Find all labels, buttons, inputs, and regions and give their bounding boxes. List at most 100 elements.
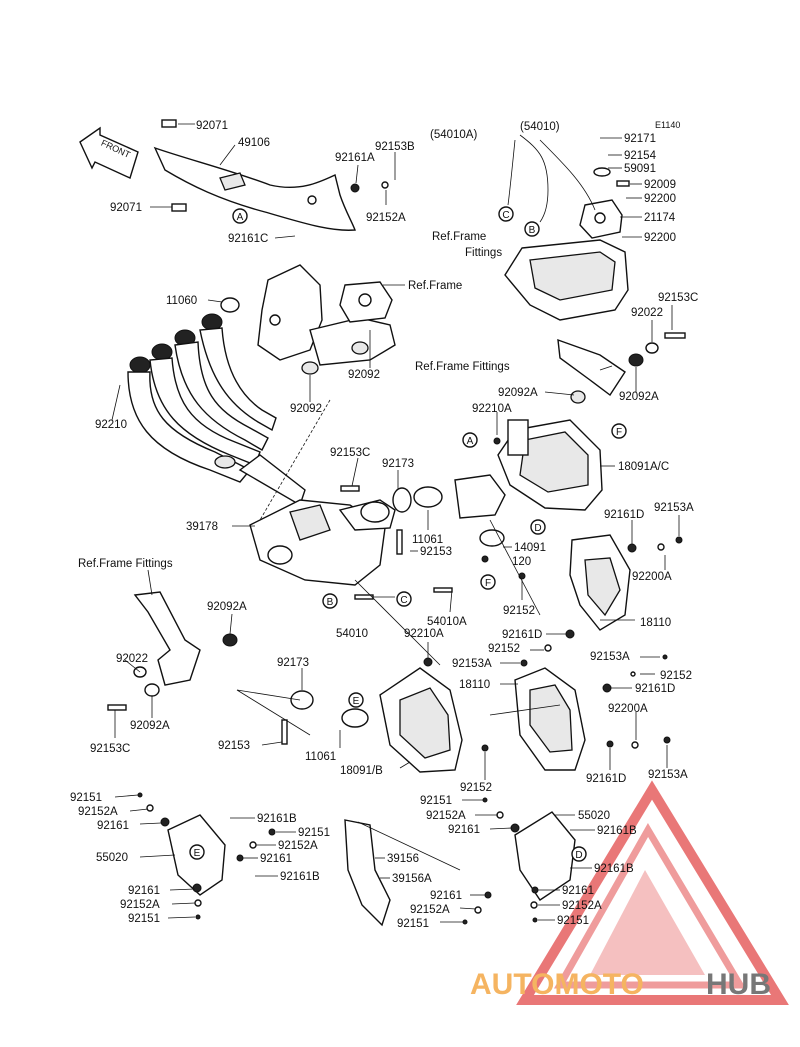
part-label: 18091A/C (618, 461, 669, 473)
part-label: 92161 (448, 824, 480, 836)
frame-fitting-right (557, 338, 659, 404)
marker-C-top: C (498, 206, 514, 222)
part-label: 92161D (635, 683, 675, 695)
part-label: 54010A (427, 616, 467, 628)
svg-text:E: E (353, 696, 360, 707)
part-label: 92200A (608, 703, 648, 715)
part-label: 92152A (120, 899, 160, 911)
part-label: 92151 (420, 795, 452, 807)
marker-D-low: D (571, 846, 587, 862)
part-label: 92200 (644, 232, 676, 244)
part-label: 92071 (110, 202, 142, 214)
part-label: 92092 (290, 403, 322, 415)
muffler-cover-upper (569, 534, 631, 631)
part-label: 92152A (278, 840, 318, 852)
part-label: 92152 (660, 670, 692, 682)
front-arrow: FRONT (79, 126, 139, 179)
part-label: 92161D (502, 629, 542, 641)
svg-text:A: A (237, 212, 244, 223)
muffler-upper-part (497, 419, 603, 511)
part-label: 39156A (392, 873, 432, 885)
part-label: 92092 (348, 369, 380, 381)
svg-text:B: B (327, 597, 334, 608)
part-label: 92200 (644, 193, 676, 205)
part-label: 92092A (619, 391, 659, 403)
svg-text:D: D (575, 850, 582, 861)
part-label: 92153C (90, 743, 130, 755)
ref-label: Ref.Frame (432, 231, 486, 243)
part-label: 92173 (277, 657, 309, 669)
part-label: 92153 (420, 546, 452, 558)
watermark-text-automoto: AUTOMOTO (470, 968, 644, 1001)
watermark-triangle-outer (516, 780, 789, 1005)
part-label: 92151 (298, 827, 330, 839)
marker-D-mid: D (530, 519, 546, 535)
muffler-lower-part (290, 667, 463, 773)
part-label: 92161B (597, 825, 637, 837)
part-label: 92153B (375, 141, 415, 153)
part-label: 92151 (397, 918, 429, 930)
part-label: 11061 (305, 751, 336, 763)
part-label: 92161 (128, 885, 160, 897)
part-label: 59091 (624, 163, 656, 175)
part-label: 92092A (130, 720, 170, 732)
part-label: 11060 (166, 295, 197, 307)
part-label: 92161 (430, 890, 462, 902)
marker-B-mid: B (322, 593, 338, 609)
marker-A-mid: A (462, 432, 478, 448)
marker-A-top: A (232, 208, 248, 224)
svg-text:B: B (529, 225, 536, 236)
part-label: 92200A (632, 571, 672, 583)
part-label: 92171 (624, 133, 656, 145)
marker-E-mid: E (348, 692, 364, 708)
part-label: 92022 (631, 307, 663, 319)
part-label: 92153 (218, 740, 250, 752)
part-label: 92153C (658, 292, 698, 304)
watermark-logo: AUTOMOTO HUB (470, 780, 789, 1005)
part-label: 92161D (604, 509, 644, 521)
part-labels: 92071 49106 92071 92161A 92153B 92152A 9… (70, 120, 698, 930)
joint-pipe-center (360, 474, 506, 547)
part-label: 54010 (336, 628, 368, 640)
ref-label: Ref.Frame Fittings (78, 558, 173, 570)
battery-case-part (504, 167, 629, 321)
part-label: 92154 (624, 150, 657, 162)
watermark-triangle-inner (553, 823, 747, 989)
header-pipes (127, 327, 306, 507)
svg-text:F: F (485, 578, 491, 589)
part-label: 92153A (654, 502, 694, 514)
part-label: 92152 (503, 605, 535, 617)
part-label: 92173 (382, 458, 414, 470)
part-label: 92210 (95, 419, 127, 431)
svg-text:C: C (400, 595, 407, 606)
part-label: 92161B (257, 813, 297, 825)
ref-label: Fittings (465, 247, 502, 259)
part-label: (54010) (520, 121, 560, 133)
muffler-cover-lower (514, 667, 586, 771)
part-label: 92152A (562, 900, 602, 912)
marker-F-top: F (611, 423, 627, 439)
part-label: 92092A (207, 601, 247, 613)
diagram-code: E1140 (655, 120, 680, 130)
watermark-text-hub: HUB (706, 968, 771, 1001)
part-label: 55020 (96, 852, 128, 864)
part-label: 39178 (186, 521, 218, 533)
svg-text:C: C (502, 210, 509, 221)
part-label: 18091/B (340, 765, 383, 777)
svg-text:A: A (467, 436, 474, 447)
ref-label: Ref.Frame (408, 280, 462, 292)
part-label: 92210A (404, 628, 444, 640)
leader-lines (111, 123, 680, 923)
part-label: 92161 (260, 853, 292, 865)
part-label: 92022 (116, 653, 148, 665)
part-label: 14091 (514, 542, 546, 554)
marker-F-mid: F (480, 574, 496, 590)
part-label: 92152A (78, 806, 118, 818)
part-label: 92092A (498, 387, 538, 399)
part-label: 18110 (640, 617, 671, 629)
part-label: 92161B (594, 863, 634, 875)
part-label: 92161 (562, 885, 594, 897)
part-label: 11061 (412, 534, 443, 546)
part-label: 92153C (330, 447, 370, 459)
